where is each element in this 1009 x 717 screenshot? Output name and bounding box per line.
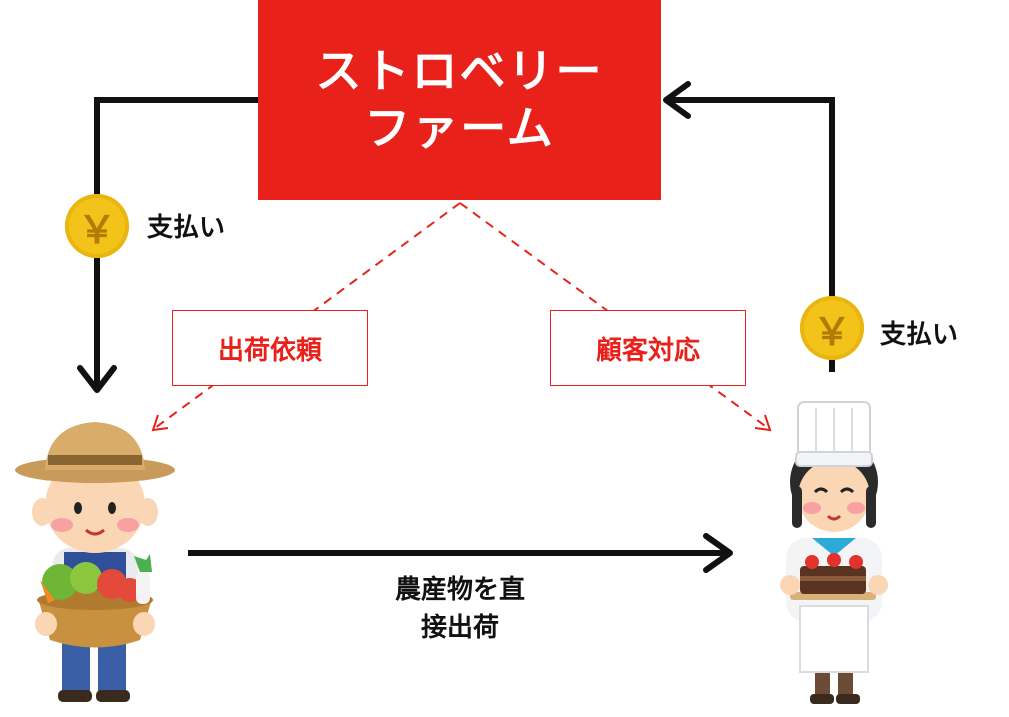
yen-coin-icon: ￥ bbox=[65, 194, 129, 258]
customer-support-text: 顧客対応 bbox=[595, 335, 700, 366]
payment-arrow-left bbox=[94, 97, 258, 388]
yen-coin-icon: ￥ bbox=[800, 296, 864, 360]
payment-label-right: 支払い bbox=[880, 320, 959, 350]
yen-glyph: ￥ bbox=[812, 309, 851, 354]
shipping-request-text: 出荷依頼 bbox=[217, 335, 322, 366]
patissier-illustration bbox=[780, 401, 888, 704]
customer-support-label: 顧客対応 bbox=[550, 310, 746, 386]
company-name-line1: ストロベリー bbox=[315, 43, 604, 98]
direct-shipment-line2: 接出荷 bbox=[420, 612, 499, 643]
shipping-request-label: 出荷依頼 bbox=[172, 310, 368, 386]
direct-shipment-label: 農産物を直 接出荷 bbox=[350, 572, 570, 647]
payment-arrow-left-head bbox=[77, 365, 117, 393]
farmer-illustration bbox=[15, 422, 175, 702]
payment-label-left: 支払い bbox=[147, 213, 226, 243]
direct-shipment-line1: 農産物を直 bbox=[394, 575, 525, 605]
payment-arrow-right-head bbox=[663, 81, 691, 119]
dashed-arrowhead-support bbox=[754, 414, 772, 432]
strawberry-farm-box: ストロベリー ファーム bbox=[258, 0, 661, 200]
company-name-line2: ファーム bbox=[364, 101, 555, 155]
yen-glyph: ￥ bbox=[77, 207, 116, 252]
dashed-arrowhead-request bbox=[151, 414, 169, 432]
payment-arrow-right bbox=[666, 97, 835, 372]
shipment-arrow-head bbox=[703, 533, 733, 573]
